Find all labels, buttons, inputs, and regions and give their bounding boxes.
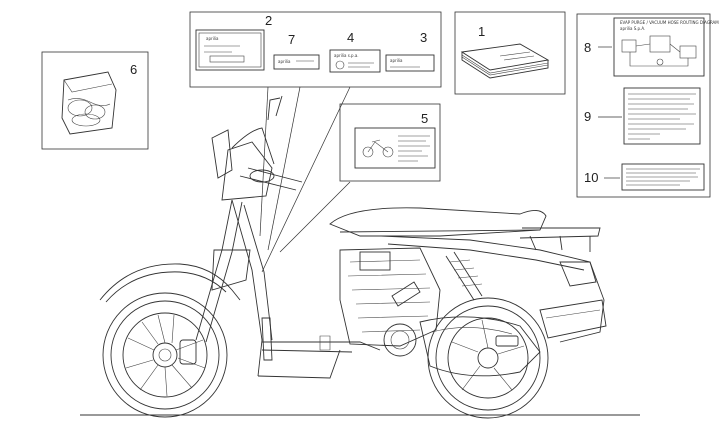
decal-2-brand: aprilia [206,36,219,41]
decal-7-illustration: aprilia [273,54,320,70]
callout-box-1: 1 [454,11,566,95]
decal-3-illustration: aprilia [385,54,435,72]
label-7: 7 [288,32,295,47]
label-5: 5 [421,111,428,126]
label-10: 10 [584,170,598,185]
callout-box-5: 5 [339,103,441,182]
leader-lines [259,86,351,273]
label-6: 6 [130,62,137,77]
label-1: 1 [478,24,485,39]
scooter-drawing [80,95,640,419]
callout-box-2-7-4-3: aprilia 2 aprilia 7 aprilia s.p.a. 4 apr… [189,11,442,88]
callout-box-8-9-10: EVAP PURGE / VACUUM HOSE ROUTING DIAGRAM… [576,13,719,198]
decal-8-sub: aprilia S.p.A. [620,26,645,31]
decal-7-brand: aprilia [278,59,291,64]
decal-8-illustration: EVAP PURGE / VACUUM HOSE ROUTING DIAGRAM… [613,17,719,77]
label-2: 2 [265,13,272,28]
label-9: 9 [584,109,591,124]
decal-2-illustration: aprilia [195,29,265,71]
decal-3-brand: aprilia [390,58,403,63]
owner-manual-illustration [460,43,550,79]
rear-wheel [427,297,549,419]
label-4: 4 [347,30,354,45]
sticker-kit-illustration [61,71,117,135]
front-wheel [102,292,228,418]
decal-4-illustration: aprilia s.p.a. [329,49,381,73]
decal-10-illustration [621,163,705,191]
decal-5-illustration [354,127,436,169]
decal-9-illustration [623,87,701,145]
decal-8-title: EVAP PURGE / VACUUM HOSE ROUTING DIAGRAM [620,20,719,25]
callout-box-6: 6 [41,51,149,150]
decal-4-brand: aprilia s.p.a. [334,53,359,58]
label-3: 3 [420,30,427,45]
label-8: 8 [584,40,591,55]
engine [339,247,441,357]
